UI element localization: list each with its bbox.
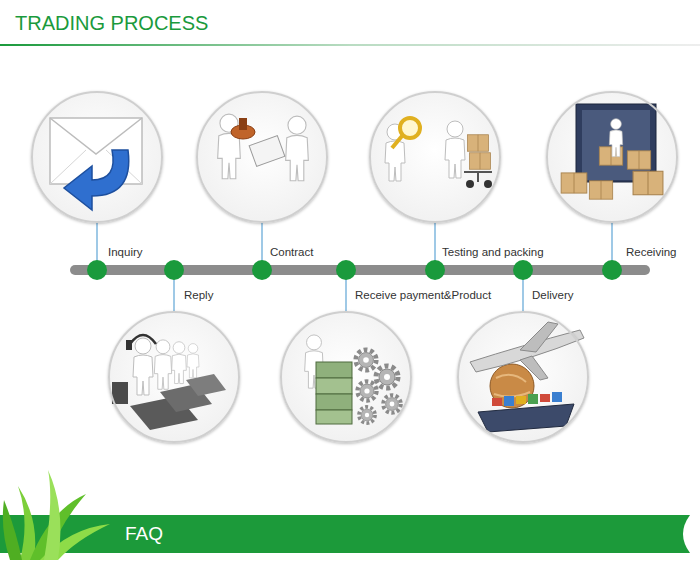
step-label: Testing and packing: [442, 245, 544, 259]
circle-grounds: [32, 92, 677, 442]
money-gears-icon: [305, 335, 401, 424]
callcenter-icon: [112, 335, 226, 430]
process-circle: Contract: [196, 91, 328, 223]
process-circle: Testing and packing: [369, 91, 501, 223]
process-circle: Delivery: [457, 311, 589, 443]
faq-band: FAQ: [0, 515, 676, 553]
page-title: TRADING PROCESS: [15, 12, 208, 35]
step-label: Receiving: [626, 245, 677, 259]
step-label: Delivery: [532, 288, 574, 302]
step-label: Contract: [270, 245, 313, 259]
envelope-icon: [50, 118, 142, 210]
transport-icon: [470, 322, 584, 432]
process-circle: Receiving: [546, 91, 678, 223]
process-circle: Receive payment&Product: [280, 311, 412, 443]
timeline: [70, 222, 650, 312]
testing-icon: [385, 118, 492, 188]
step-label: Reply: [184, 288, 213, 302]
process-circle: Reply: [108, 311, 240, 443]
process-circle: Inquiry: [31, 91, 163, 223]
faq-band: [0, 470, 700, 560]
step-label: Inquiry: [108, 245, 143, 259]
container-icon: [561, 104, 663, 199]
contract-icon: [218, 114, 309, 181]
step-label: Receive payment&Product: [355, 288, 491, 302]
band-title: FAQ: [125, 523, 163, 545]
